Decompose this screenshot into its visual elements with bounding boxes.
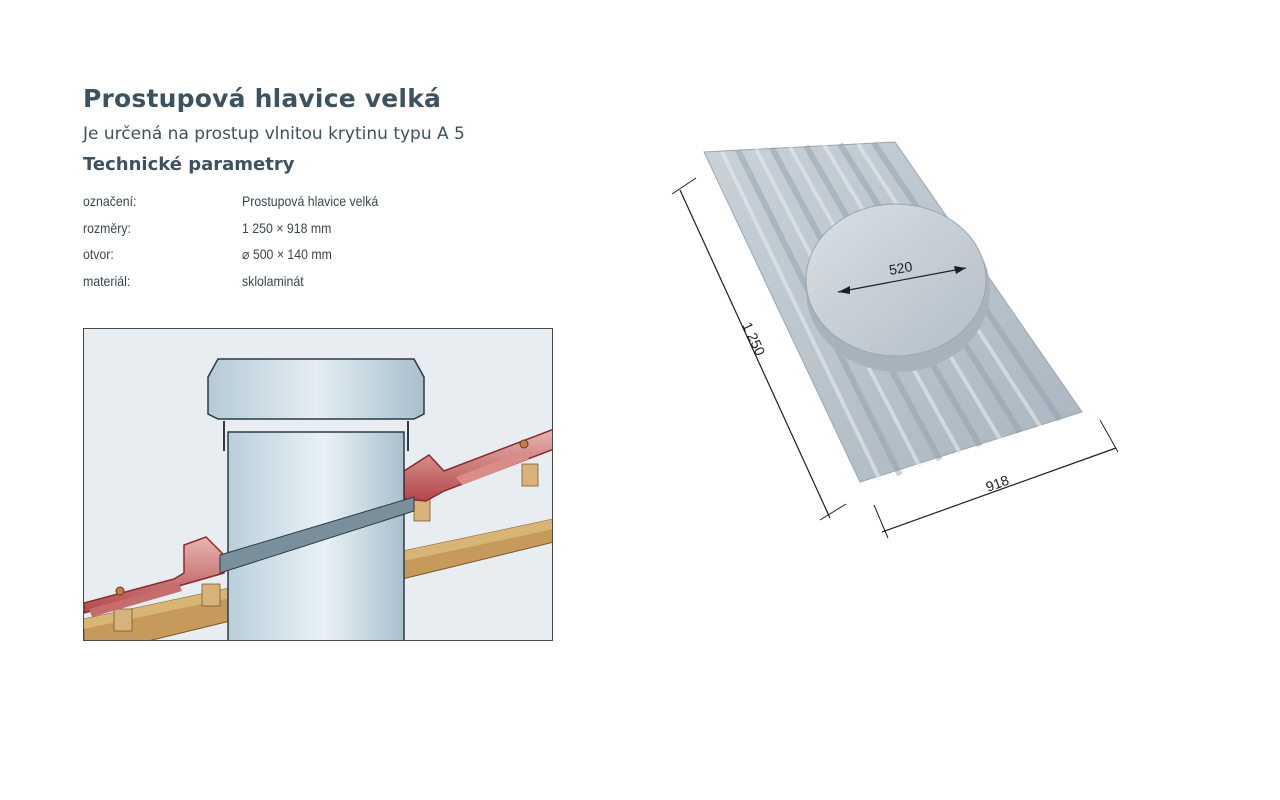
parameter-row: otvor: ⌀ 500 × 140 mm — [83, 241, 397, 268]
dimension-label-length: 1 250 — [739, 320, 768, 359]
dimension-label-opening: 520 — [888, 258, 914, 278]
section-heading: Technické parametry — [83, 154, 295, 175]
parameter-value: Prostupová hlavice velká — [242, 193, 379, 210]
parameter-value: sklolaminát — [242, 272, 304, 289]
dimension-label-width: 918 — [984, 472, 1012, 495]
parameter-value: ⌀ 500 × 140 mm — [242, 245, 332, 262]
parameter-row: označení: Prostupová hlavice velká — [83, 188, 397, 215]
parameter-value: 1 250 × 918 mm — [242, 219, 332, 236]
page-subtitle: Je určená na prostup vlnitou krytinu typ… — [83, 124, 465, 144]
page-title: Prostupová hlavice velká — [83, 84, 442, 113]
installation-illustration — [83, 328, 553, 641]
parameter-label: rozměry: — [83, 219, 131, 236]
parameter-row: materiál: sklolaminát — [83, 268, 397, 295]
parameter-label: označení: — [83, 193, 137, 210]
parameter-label: materiál: — [83, 272, 131, 289]
parameter-row: rozměry: 1 250 × 918 mm — [83, 215, 397, 242]
product-image: 520 1 250 918 — [660, 130, 1130, 560]
parameters-table: označení: Prostupová hlavice velká rozmě… — [83, 188, 397, 294]
parameter-label: otvor: — [83, 246, 114, 263]
